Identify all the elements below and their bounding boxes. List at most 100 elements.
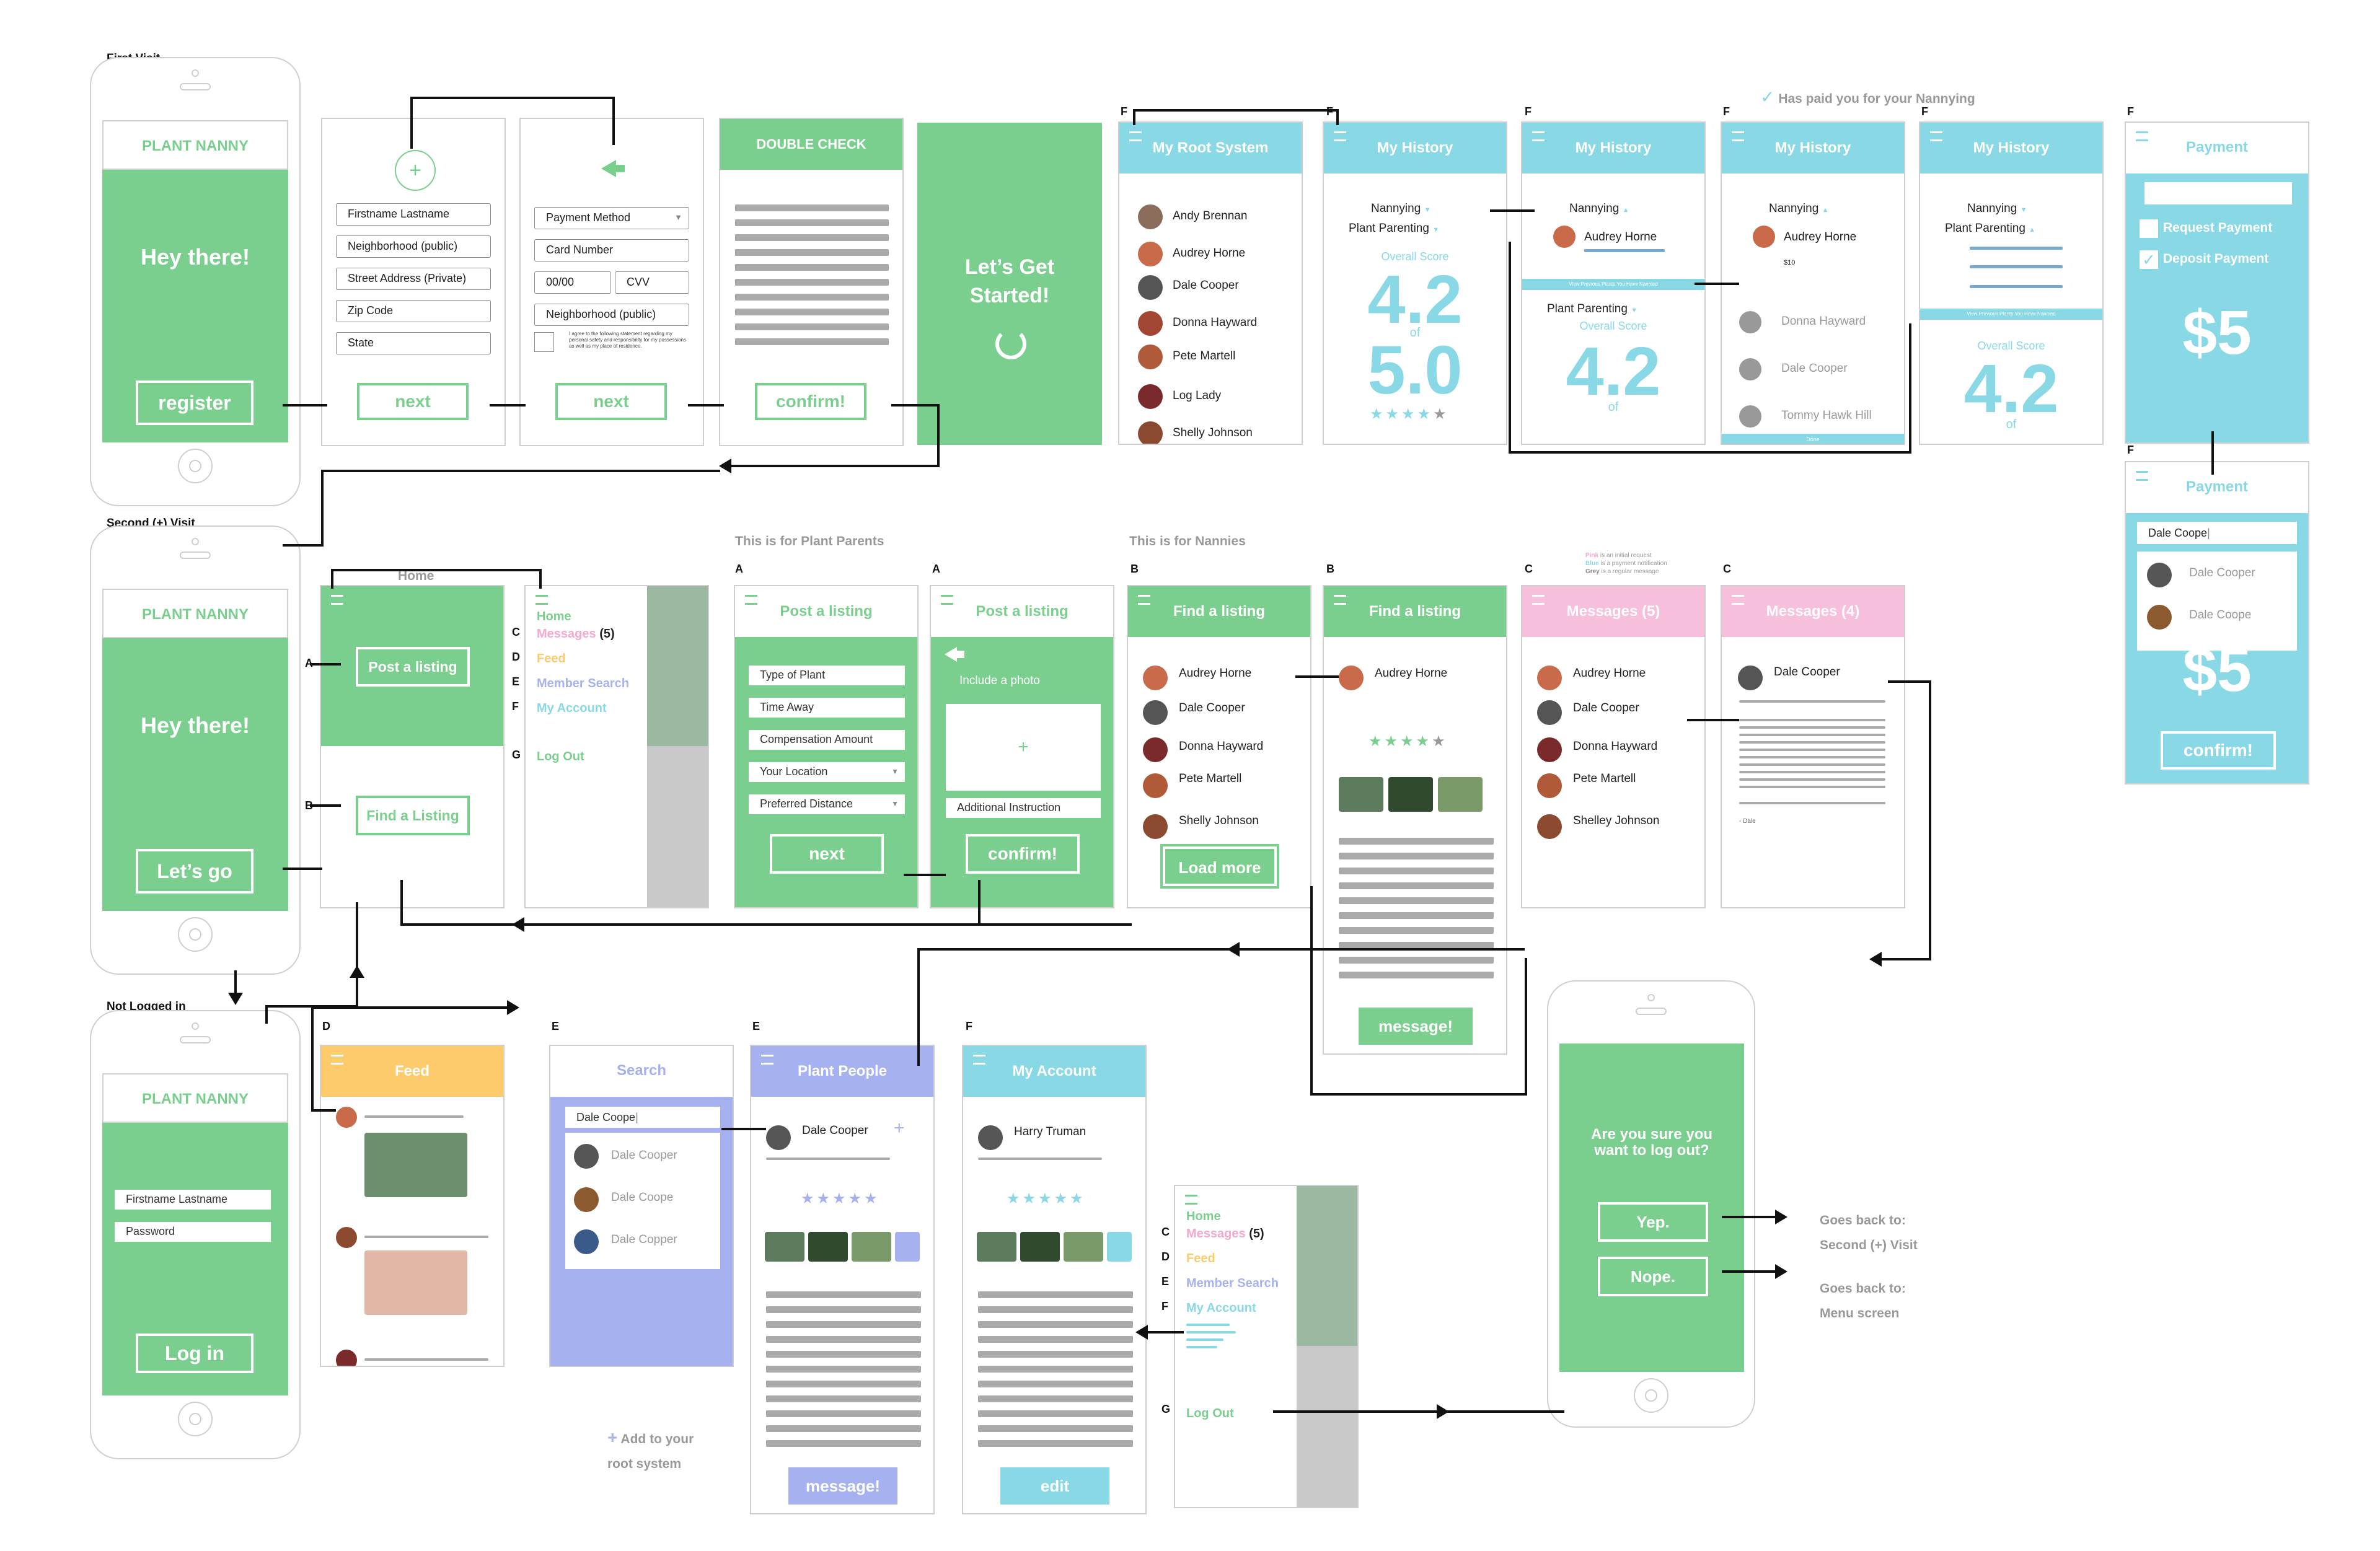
person-name[interactable]: Shelly Johnson (1173, 426, 1253, 439)
menu-icon[interactable] (973, 1055, 985, 1065)
upload-photo-button[interactable]: + (946, 704, 1101, 791)
deposit-checkbox[interactable]: ✓ (2140, 250, 2158, 269)
plant-photo[interactable] (977, 1232, 1016, 1262)
register-button[interactable]: register (136, 380, 253, 425)
request-checkbox[interactable] (2140, 219, 2158, 238)
plant-photo[interactable] (1438, 777, 1483, 812)
home-button[interactable] (1634, 1378, 1668, 1413)
person-name[interactable]: Audrey Horne (1375, 667, 1448, 680)
menu-log-out[interactable]: Log Out (1186, 1407, 1234, 1420)
expiry-field[interactable]: 00/00 (534, 271, 611, 294)
menu-messages[interactable]: Messages (5) (537, 627, 615, 641)
menu-home[interactable]: Home (1186, 1210, 1221, 1223)
result-name[interactable]: Dale Coope (611, 1191, 674, 1204)
name-field[interactable]: Firstname Lastname (336, 203, 491, 226)
person-name[interactable]: Audrey Horne (1573, 667, 1646, 680)
agree-checkbox[interactable] (534, 332, 554, 352)
person-name[interactable]: Shelley Johnson (1573, 814, 1660, 827)
menu-icon[interactable] (1185, 1195, 1197, 1205)
plant-parenting-toggle[interactable]: Plant Parenting ▼ (1349, 222, 1440, 235)
home-button[interactable] (178, 917, 213, 952)
menu-messages[interactable]: Messages (5) (1186, 1227, 1264, 1241)
cvv-field[interactable]: CVV (615, 271, 689, 294)
menu-home[interactable]: Home (537, 610, 571, 623)
person-name[interactable]: Donna Hayward (1573, 740, 1658, 753)
more-photos-button[interactable] (895, 1232, 920, 1262)
next-button[interactable]: next (770, 834, 884, 874)
menu-icon[interactable] (1334, 595, 1346, 605)
plant-photo[interactable] (765, 1232, 804, 1262)
neighborhood-field[interactable]: Neighborhood (public) (336, 235, 491, 258)
message-button[interactable]: message! (788, 1467, 897, 1505)
menu-icon[interactable] (331, 1055, 343, 1065)
person-name[interactable]: Dale Cooper (1781, 362, 1848, 375)
payee-search-input[interactable]: Dale Coope| (2137, 522, 2297, 544)
next-button[interactable]: next (555, 383, 667, 420)
person-name[interactable]: Tommy Hawk Hill (1781, 409, 1872, 422)
next-button[interactable]: next (357, 383, 469, 420)
log-in-button[interactable]: Log in (136, 1334, 253, 1373)
result-name[interactable]: Dale Cooper (611, 1149, 677, 1162)
add-to-root-button[interactable]: + (894, 1118, 905, 1138)
type-of-plant-field[interactable]: Type of Plant (749, 666, 905, 685)
person-name[interactable]: Dale Cooper (1573, 701, 1639, 714)
person-name[interactable]: Dale Cooper (1179, 701, 1245, 714)
name-field[interactable]: Firstname Lastname (115, 1190, 271, 1210)
plant-photo[interactable] (1020, 1232, 1060, 1262)
person-name[interactable]: Pete Martell (1173, 349, 1236, 362)
amount-input[interactable] (2144, 182, 2292, 204)
plant-photo[interactable] (1339, 777, 1383, 812)
menu-my-account[interactable]: My Account (537, 701, 607, 715)
home-button[interactable] (178, 1402, 213, 1436)
confirm-button[interactable]: confirm! (966, 834, 1080, 874)
result-name[interactable]: Dale Copper (611, 1233, 677, 1246)
menu-icon[interactable] (941, 595, 953, 605)
feed-photo[interactable] (364, 1250, 467, 1315)
payment-method-select[interactable]: Payment Method▼ (534, 207, 689, 229)
done-button[interactable]: Done (1722, 434, 1904, 444)
person-name[interactable]: Audrey Horne (1179, 667, 1252, 680)
plant-parenting-toggle[interactable]: Plant Parenting ▲ (1945, 222, 2036, 235)
menu-icon[interactable] (1532, 131, 1545, 141)
person-name[interactable]: Dale Coope (2189, 609, 2252, 622)
person-name[interactable]: Log Lady (1173, 389, 1222, 402)
confirm-button[interactable]: confirm! (755, 383, 866, 420)
nannying-toggle[interactable]: Nannying ▲ (1769, 202, 1829, 215)
plant-photo[interactable] (852, 1232, 891, 1262)
menu-icon[interactable] (1334, 131, 1346, 141)
confirm-button[interactable]: confirm! (2161, 731, 2276, 770)
card-number-field[interactable]: Card Number (534, 239, 689, 261)
person-name[interactable]: Audrey Horne (1584, 231, 1657, 244)
more-photos-button[interactable] (1107, 1232, 1132, 1262)
password-field[interactable]: Password (115, 1222, 271, 1242)
view-previous-banner[interactable]: View Previous Plants You Have Nannied (1522, 279, 1704, 290)
menu-icon[interactable] (1532, 595, 1545, 605)
search-input[interactable]: Dale Coope| (565, 1107, 720, 1128)
state-field[interactable]: State (336, 332, 491, 354)
person-name[interactable]: Audrey Horne (1173, 247, 1246, 260)
person-name[interactable]: Shelly Johnson (1179, 814, 1259, 827)
person-name[interactable]: Dale Cooper (802, 1124, 868, 1137)
street-address-field[interactable]: Street Address (Private) (336, 268, 491, 290)
menu-member-search[interactable]: Member Search (1186, 1276, 1279, 1290)
lets-go-button[interactable]: Let’s go (136, 849, 253, 894)
edit-button[interactable]: edit (1000, 1467, 1109, 1505)
find-listing-button[interactable]: Find a Listing (356, 796, 470, 835)
person-name[interactable]: Dale Cooper (1173, 279, 1239, 292)
nannying-toggle[interactable]: Nannying ▲ (1569, 202, 1629, 215)
add-photo-button[interactable]: + (395, 150, 436, 191)
menu-icon[interactable] (536, 595, 548, 605)
menu-icon[interactable] (745, 595, 757, 605)
menu-feed[interactable]: Feed (537, 652, 566, 666)
nannying-toggle[interactable]: Nannying ▼ (1371, 202, 1431, 215)
plant-parenting-toggle[interactable]: Plant Parenting ▼ (1547, 302, 1638, 315)
person-name[interactable]: Donna Hayward (1179, 740, 1264, 753)
load-more-button[interactable]: Load more (1160, 844, 1279, 889)
plant-photo[interactable] (1064, 1232, 1103, 1262)
nannying-toggle[interactable]: Nannying ▼ (1967, 202, 2027, 215)
neighborhood-field[interactable]: Neighborhood (public) (534, 304, 689, 326)
plant-photo[interactable] (1388, 777, 1433, 812)
feed-photo[interactable] (364, 1133, 467, 1197)
menu-icon[interactable] (331, 595, 343, 605)
person-name[interactable]: Audrey Horne (1784, 231, 1857, 244)
